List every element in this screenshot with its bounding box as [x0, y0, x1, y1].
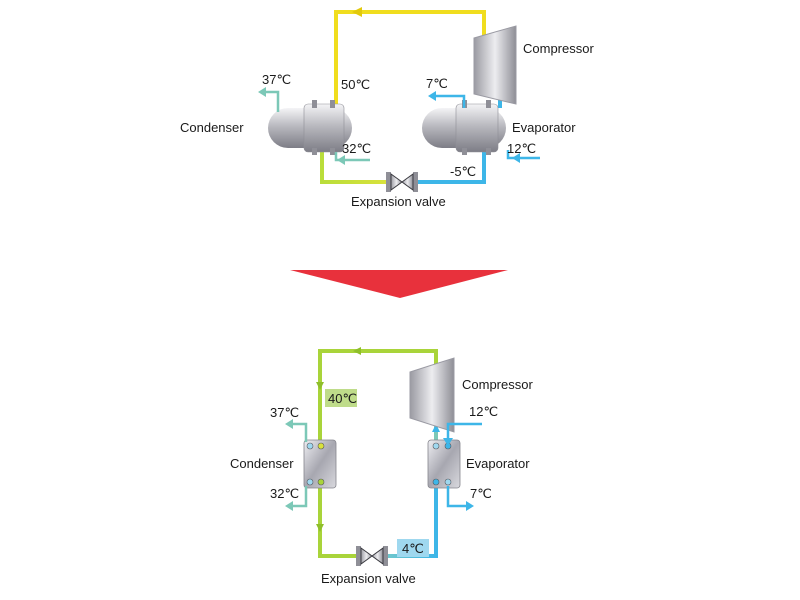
bottom-condenser-label: Condenser	[230, 456, 294, 471]
bottom-refrigerant-after-valve-temp: 4℃	[402, 541, 424, 556]
bottom-expansion-valve-label: Expansion valve	[321, 571, 416, 586]
bottom-condenser-water-out	[290, 422, 308, 442]
bottom-flow-arrow-4	[432, 424, 440, 432]
top-condenser-water-in	[334, 152, 370, 162]
top-evaporator-label: Evaporator	[512, 120, 576, 135]
top-evaporator-icon	[422, 100, 506, 155]
bottom-compressor-icon	[409, 357, 455, 433]
top-expansion-valve-label: Expansion valve	[351, 194, 446, 209]
top-condenser-label: Condenser	[180, 120, 244, 135]
bottom-condenser-icon	[303, 439, 337, 489]
top-condenser-water-out-arrow	[258, 87, 266, 97]
top-condenser-water-in-temp: 32℃	[342, 141, 371, 156]
bottom-refrigerant-inlet-temp: 40℃	[328, 391, 357, 406]
top-evaporator-water-out-arrow	[428, 91, 436, 101]
bottom-flow-arrow-1	[353, 347, 361, 355]
bottom-evaporator-label: Evaporator	[466, 456, 530, 471]
bottom-evaporator-water-in	[446, 422, 482, 442]
bottom-expansion-valve-icon	[356, 546, 388, 566]
bottom-condenser-water-out-arrow	[285, 419, 293, 429]
top-hot-gas-line	[334, 10, 486, 108]
top-liquid-line	[320, 150, 388, 184]
bottom-evaporator-water-out	[446, 486, 468, 508]
bottom-evaporator-water-in-arrow	[443, 438, 453, 446]
top-diagram: Compressor Condenser 37℃ 32℃ 50℃ Evapo	[180, 7, 594, 209]
top-compressor-label: Compressor	[523, 41, 594, 56]
bottom-diagram: Compressor Condenser 37℃ 32℃ 40℃ Evapora…	[230, 347, 533, 586]
top-refrigerant-inlet-temp: 50℃	[341, 77, 370, 92]
top-compressor-icon	[473, 25, 517, 105]
bottom-condenser-water-out-temp: 37℃	[270, 405, 299, 420]
bottom-compressor-label: Compressor	[462, 377, 533, 392]
top-evaporator-water-in-arrow	[512, 153, 520, 163]
bottom-evaporator-water-in-temp: 12℃	[469, 404, 498, 419]
top-condenser-water-out	[262, 90, 280, 112]
transition-arrow	[290, 270, 508, 298]
bottom-evaporator-water-out-temp: 7℃	[470, 486, 492, 501]
top-condenser-water-out-temp: 37℃	[262, 72, 291, 87]
top-refrigerant-after-valve-temp: -5℃	[450, 164, 476, 179]
bottom-condenser-water-in-temp: 32℃	[270, 486, 299, 501]
bottom-refrigerant-inlet-temp-badge	[325, 389, 357, 407]
bottom-refrigerant-after-valve-temp-badge	[397, 539, 429, 557]
top-condenser-icon	[268, 100, 352, 155]
bottom-condenser-water-in	[290, 486, 308, 508]
top-cold-line	[416, 146, 486, 184]
top-evaporator-water-in-temp: 12℃	[507, 141, 536, 156]
bottom-liquid-line	[318, 488, 358, 558]
top-evaporator-water-out-temp: 7℃	[426, 76, 448, 91]
top-expansion-valve-icon	[386, 172, 418, 192]
top-evaporator-water-out	[432, 94, 466, 108]
bottom-evaporator-water-out-arrow	[466, 501, 474, 511]
bottom-flow-arrow-2	[316, 382, 324, 390]
top-flow-arrow	[352, 7, 362, 17]
top-condenser-water-in-arrow	[337, 155, 345, 165]
top-evaporator-water-in	[506, 150, 540, 160]
bottom-flow-arrow-3	[316, 524, 324, 532]
bottom-evaporator-icon	[427, 439, 461, 489]
bottom-condenser-water-in-arrow	[285, 501, 293, 511]
